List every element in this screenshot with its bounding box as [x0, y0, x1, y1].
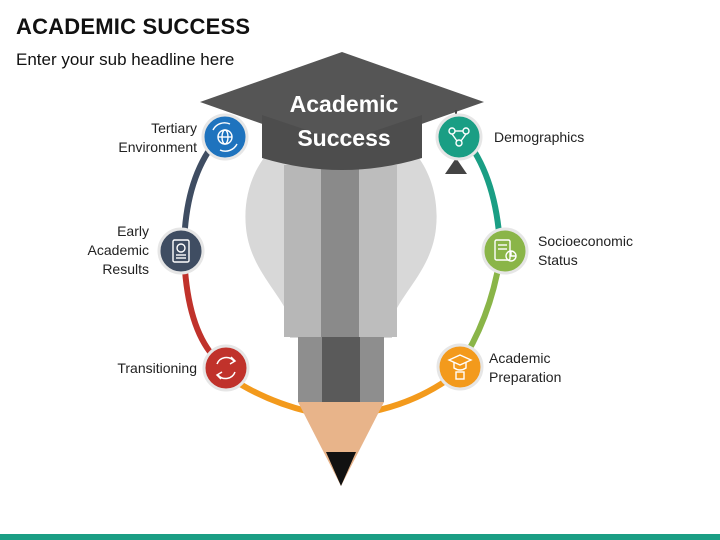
people-network-icon — [448, 127, 470, 147]
page-subtitle: Enter your sub headline here — [16, 50, 235, 69]
label-transitioning: Transitioning — [117, 360, 197, 376]
graduate-learner-icon — [447, 354, 473, 380]
center-title-line2: Success — [297, 125, 390, 151]
graduation-cap — [200, 52, 484, 174]
node-tertiary-environment — [201, 113, 249, 161]
cycle-arrows-icon — [215, 356, 237, 380]
center-title-line1: Academic — [290, 91, 399, 117]
node-academic-preparation — [436, 343, 484, 391]
pencil — [284, 165, 397, 486]
page-title: ACADEMIC SUCCESS — [16, 14, 251, 39]
globe-exchange-icon — [212, 122, 238, 152]
node-socioeconomic-status — [481, 227, 529, 275]
label-demographics: Demographics — [494, 129, 585, 145]
node-demographics — [435, 113, 483, 161]
report-document-icon — [172, 239, 190, 263]
node-transitioning — [202, 344, 250, 392]
document-chart-icon — [494, 239, 517, 262]
node-early-academic-results — [157, 227, 205, 275]
accent-bottom-bar — [0, 534, 720, 540]
ring-arc-teal — [465, 139, 503, 248]
